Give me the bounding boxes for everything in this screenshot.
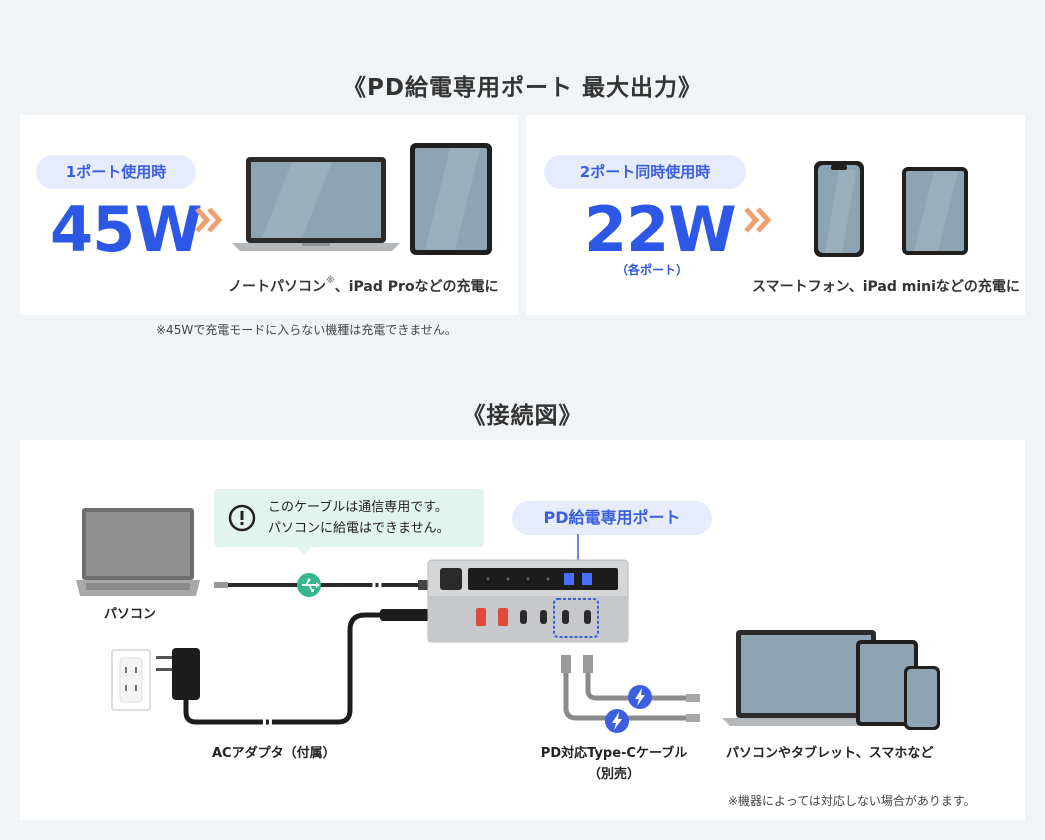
pill-single-port: 1ポート使用時 bbox=[36, 155, 196, 189]
label-pd-cable-line-2: （別売） bbox=[587, 767, 640, 782]
watt-sub-label: （各ポート） bbox=[616, 263, 689, 277]
laptop-icon bbox=[232, 157, 400, 251]
pd-port-label: PD給電専用ポート bbox=[512, 501, 712, 535]
caption-dual-port: スマートフォン、iPad miniなどの充電に bbox=[752, 279, 1020, 295]
pill-dual-port: 2ポート同時使用時 bbox=[544, 155, 746, 189]
panel-single-port: 1ポート使用時 45W ノートパソコン※、iPad Proなどの充電に bbox=[20, 115, 518, 315]
watt-22: 22W bbox=[584, 193, 737, 266]
smartphone-icon bbox=[814, 161, 864, 257]
label-ac-adapter: ACアダプタ（付属） bbox=[212, 746, 336, 761]
caption-single-port: ノートパソコン※、iPad Proなどの充電に bbox=[228, 276, 499, 296]
caption-mark: ※ bbox=[326, 276, 335, 286]
usb-hub-icon bbox=[427, 559, 629, 643]
section-title-connection: 《接続図》 bbox=[462, 403, 583, 429]
watt-45: 45W bbox=[50, 193, 203, 266]
chevron-right-icon bbox=[195, 207, 223, 233]
devices-group-icon bbox=[722, 630, 940, 730]
footnote-bottom: ※機器によっては対応しない場合があります。 bbox=[728, 794, 976, 808]
tablet-mini-icon bbox=[902, 167, 968, 255]
panel-dual-port: 2ポート同時使用時 22W （各ポート） スマートフォン、iPad miniなど… bbox=[526, 115, 1025, 315]
label-pc: パソコン bbox=[104, 607, 157, 622]
chevron-right-icon bbox=[744, 207, 772, 233]
callout-line-2: パソコンに給電はできません。 bbox=[268, 521, 450, 536]
label-pd-cable-line-1: PD対応Type-Cケーブル bbox=[540, 746, 688, 761]
callout-line-1: このケーブルは通信専用です。 bbox=[268, 500, 448, 515]
lightning-icon bbox=[628, 685, 652, 709]
lightning-icon bbox=[605, 709, 629, 733]
caption-rest: 、iPad Proなどの充電に bbox=[334, 279, 499, 295]
pc-laptop-icon bbox=[76, 508, 200, 596]
callout-data-only bbox=[214, 489, 484, 547]
section-title-pd-output: 《PD給電専用ポート 最大出力》 bbox=[343, 75, 702, 101]
label-devices: パソコンやタブレット、スマホなど bbox=[726, 746, 934, 761]
usb-icon bbox=[297, 573, 321, 597]
warning-icon bbox=[228, 504, 256, 532]
footnote-top: ※45Wで充電モードに入らない機種は充電できません。 bbox=[156, 323, 457, 337]
ac-adapter-icon bbox=[156, 648, 200, 700]
callout-pointer bbox=[296, 546, 312, 555]
caption-main: ノートパソコン bbox=[228, 279, 326, 295]
wall-outlet-icon bbox=[111, 649, 151, 711]
tablet-icon bbox=[410, 143, 492, 255]
